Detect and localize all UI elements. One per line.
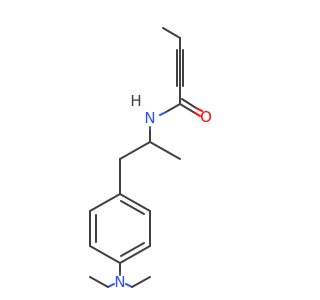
carbonyl-bond-b-o (195, 107, 203, 112)
n-methyl-right-n (125, 283, 133, 288)
molecule-canvas: N H O N (89, 27, 212, 291)
n-methyl-right (131, 276, 151, 288)
n-methyl-left (89, 276, 109, 288)
ring-bond-3 (119, 245, 151, 264)
ch-methyl-bond (149, 141, 181, 160)
carbonyl-bond-a-o (194, 112, 201, 117)
structure-diagram: N H O N (89, 27, 212, 291)
ring-bond-4 (89, 245, 121, 264)
amide-nitrogen-label: N (144, 109, 155, 127)
carbonyl-bond-b (181, 98, 197, 109)
amide-bond (165, 103, 181, 113)
ch-ch2-bond (119, 141, 151, 160)
ring-double-2 (120, 242, 145, 257)
n-methyl-left-n (107, 283, 115, 288)
methyl-bond (162, 27, 181, 39)
carbonyl-oxygen-label: O (200, 108, 212, 126)
ring-double-1 (120, 200, 145, 215)
amide-bond-n (159, 111, 167, 116)
carbonyl-bond-a (179, 103, 196, 114)
ring-bond-1 (119, 193, 151, 212)
amine-nitrogen-label: N (114, 273, 125, 291)
amide-hydrogen-label: H (130, 92, 141, 110)
ring-bond-6 (89, 193, 121, 212)
